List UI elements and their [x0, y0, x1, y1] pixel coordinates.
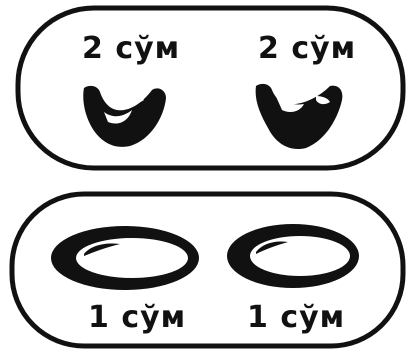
ring-right-drawing	[227, 224, 359, 288]
top-right-label: 2 сўм	[258, 34, 356, 64]
bottom-right-label: 1 сўм	[247, 303, 345, 333]
ring-left-drawing	[51, 226, 199, 290]
top-left-label: 2 сўм	[82, 34, 180, 64]
bottom-left-label: 1 сўм	[88, 303, 186, 333]
bowl-left-drawing	[83, 86, 166, 147]
bowl-right-drawing	[256, 84, 343, 149]
